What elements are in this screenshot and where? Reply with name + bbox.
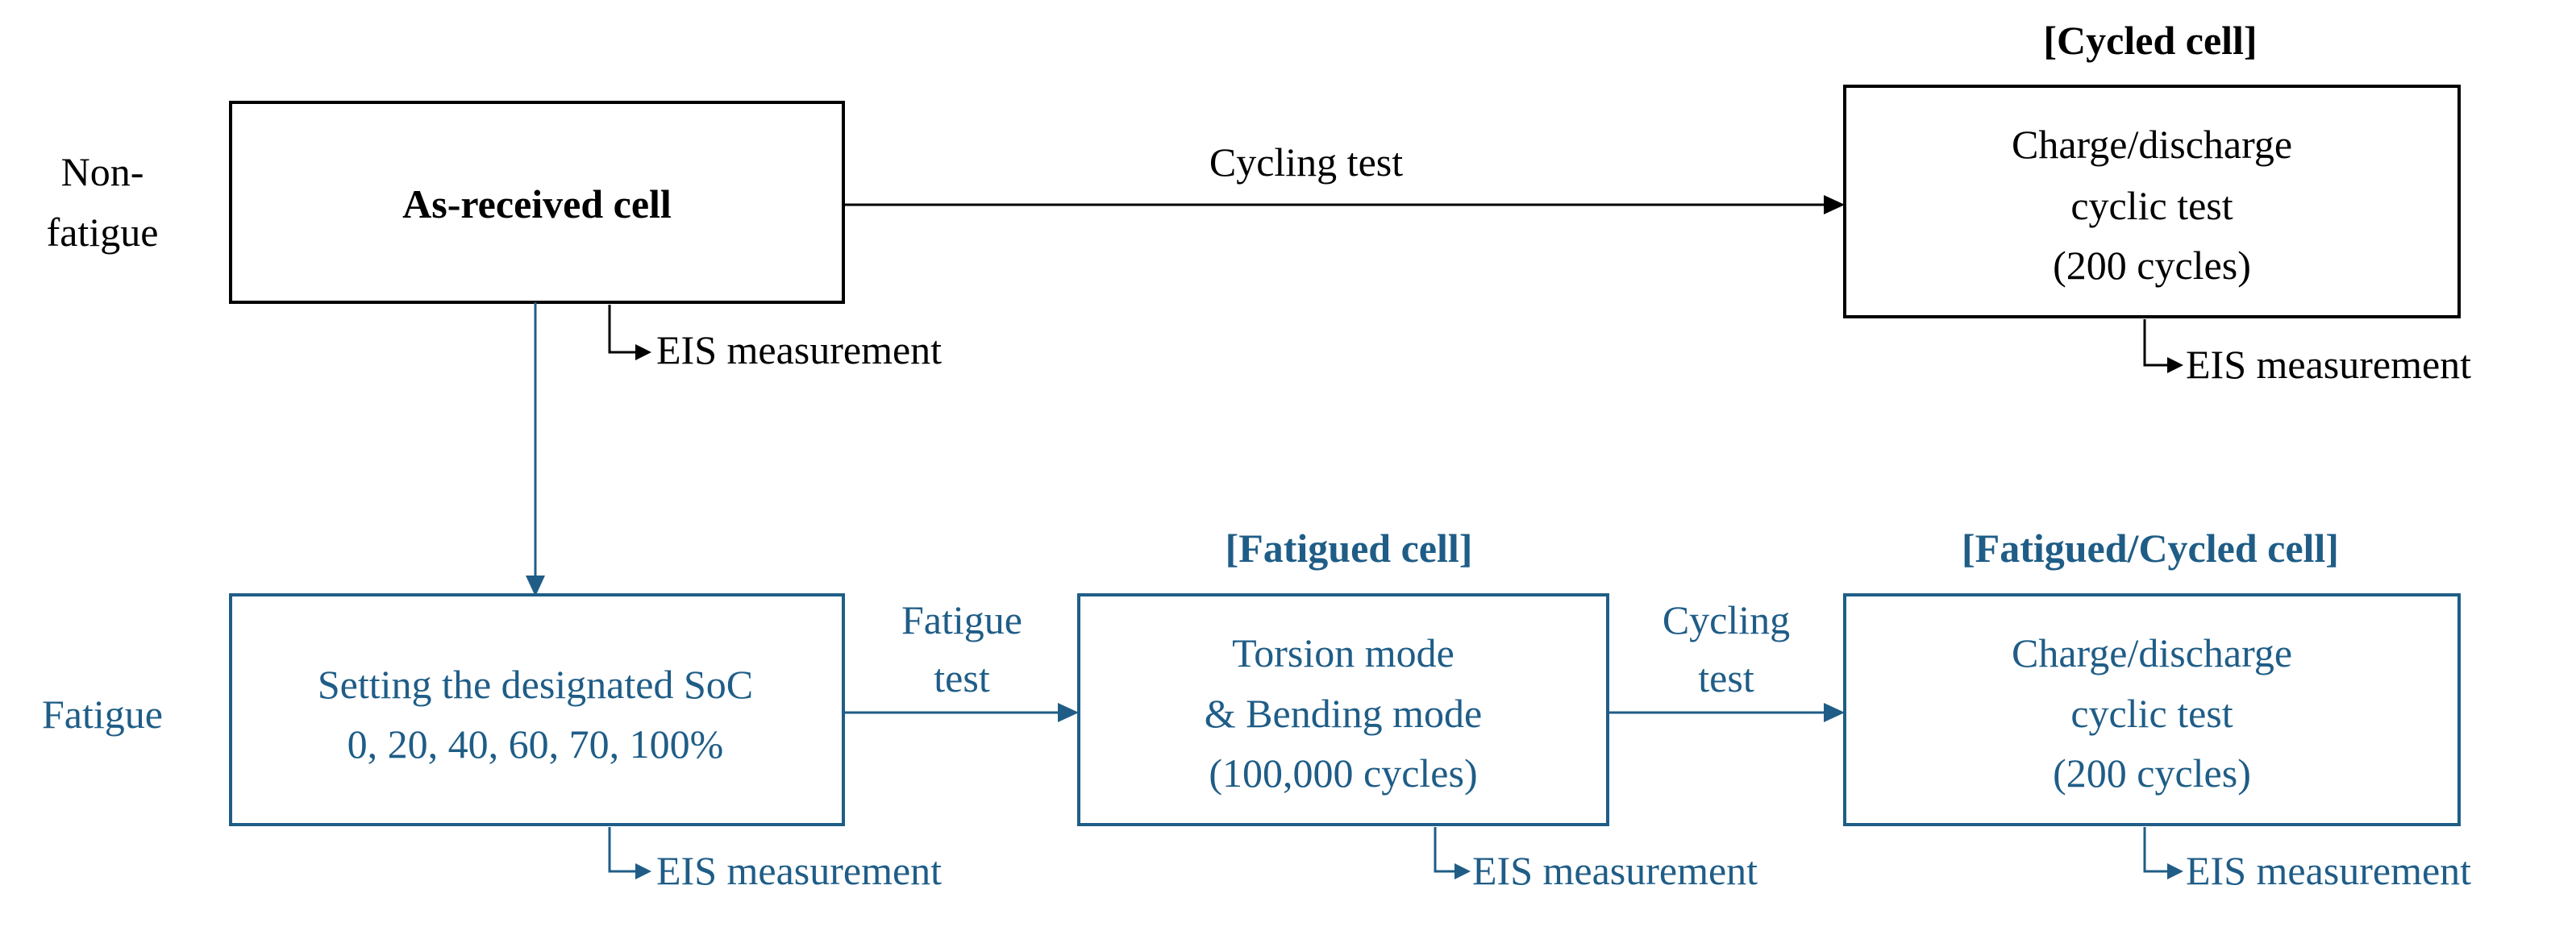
cycling-test-bottom-label-line2: test bbox=[1698, 655, 1754, 700]
fatigued-eis-label: EIS measurement bbox=[1472, 848, 1758, 893]
fatigued-cycled-eis-measurement: EIS measurement bbox=[2143, 827, 2471, 893]
soc-setting-line1: Setting the designated SoC bbox=[318, 662, 753, 707]
fatigued-cycled-cell-line3: (200 cycles) bbox=[2053, 750, 2251, 796]
fatigue-test-label-line2: test bbox=[934, 655, 990, 700]
cycling-test-top-label: Cycling test bbox=[1209, 139, 1403, 185]
fatigued-cell-line3: (100,000 cycles) bbox=[1209, 750, 1477, 796]
as-received-to-soc-arrow bbox=[526, 302, 545, 596]
fatigued-cell-line2: & Bending mode bbox=[1205, 691, 1482, 736]
cycled-cell-header: [Cycled cell] bbox=[2043, 18, 2257, 63]
fatigue-test-label-line1: Fatigue bbox=[901, 597, 1022, 642]
soc-setting-box: Setting the designated SoC 0, 20, 40, 60… bbox=[229, 593, 845, 826]
soc-eis-label: EIS measurement bbox=[656, 848, 942, 893]
fatigue-test-arrow: Fatigue test bbox=[843, 597, 1079, 722]
row-label-non-fatigue-line1: Non- bbox=[61, 149, 144, 194]
cycling-test-bottom-label-line1: Cycling bbox=[1663, 597, 1790, 642]
fatigued-cell-box: Torsion mode & Bending mode (100,000 cyc… bbox=[1077, 593, 1609, 826]
cycling-test-arrow-top: Cycling test bbox=[843, 139, 1845, 214]
fatigued-cell-line1: Torsion mode bbox=[1232, 630, 1454, 675]
row-label-fatigue: Fatigue bbox=[42, 692, 163, 737]
soc-setting-line2: 0, 20, 40, 60, 70, 100% bbox=[347, 721, 724, 767]
fatigued-cell-header: [Fatigued cell] bbox=[1226, 526, 1473, 571]
fatigued-cycled-eis-label: EIS measurement bbox=[2186, 848, 2471, 893]
cycling-test-arrow-bottom: Cycling test bbox=[1608, 597, 1845, 722]
row-label-non-fatigue-line2: fatigue bbox=[47, 210, 159, 255]
fatigued-cycled-cell-line2: cyclic test bbox=[2070, 691, 2233, 736]
cycled-cell-line1: Charge/discharge bbox=[2012, 122, 2292, 167]
as-received-cell-box: As-received cell bbox=[229, 101, 845, 304]
cycled-eis-label: EIS measurement bbox=[2186, 342, 2471, 387]
cycled-cell-box: Charge/discharge cyclic test (200 cycles… bbox=[1843, 85, 2461, 318]
fatigued-cycled-cell-header: [Fatigued/Cycled cell] bbox=[1962, 526, 2339, 571]
fatigued-cycled-cell-line1: Charge/discharge bbox=[2012, 630, 2292, 675]
as-received-eis-measurement: EIS measurement bbox=[608, 305, 942, 372]
cycled-cell-line3: (200 cycles) bbox=[2053, 243, 2251, 288]
fatigued-cycled-cell-box: Charge/discharge cyclic test (200 cycles… bbox=[1843, 593, 2461, 826]
as-received-eis-label: EIS measurement bbox=[656, 327, 942, 372]
fatigued-eis-measurement: EIS measurement bbox=[1434, 827, 1758, 893]
cycled-eis-measurement: EIS measurement bbox=[2143, 319, 2471, 387]
as-received-cell-label: As-received cell bbox=[402, 181, 672, 227]
cycled-cell-line2: cyclic test bbox=[2070, 183, 2233, 228]
soc-eis-measurement: EIS measurement bbox=[608, 827, 942, 893]
